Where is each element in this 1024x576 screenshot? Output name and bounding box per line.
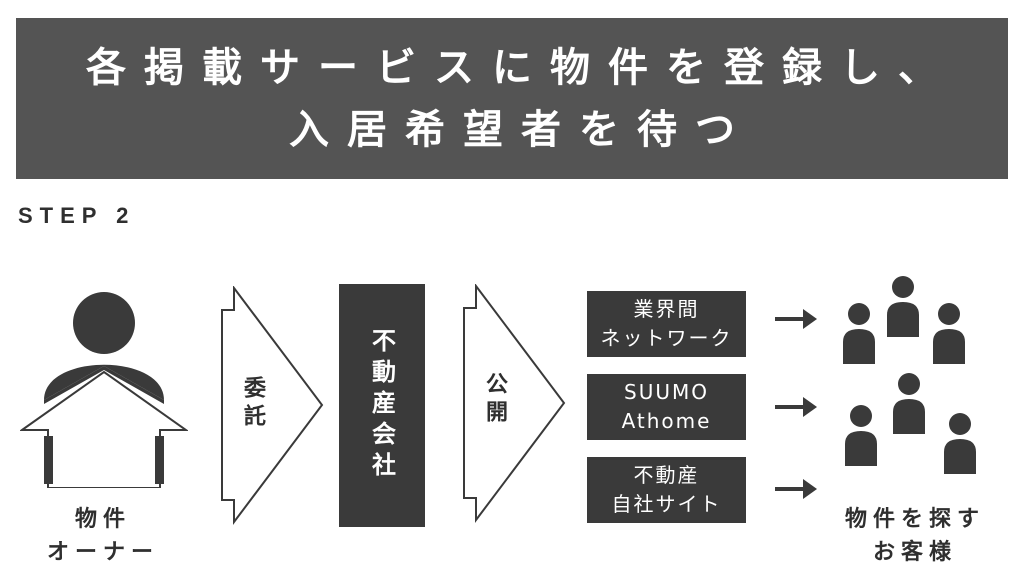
channel-portal-sites: SUUMO Athome [587,374,746,440]
channel-2-line1: SUUMO [624,380,709,404]
entrust-arrow [221,286,324,525]
customers-people-icon [843,276,976,474]
channel-2-line2: Athome [621,409,712,433]
real-estate-agent-box: 不動産会社 [339,284,425,527]
owner-label: 物件 オーナー [20,503,186,569]
title-line-1: 各掲載サービスに物件を登録し、 [86,44,956,91]
seekers-label: 物件を探す お客様 [820,503,1010,569]
channel-3-line1: 不動産 [633,463,700,487]
agent-label: 不動産会社 [367,328,396,483]
seekers-label-line1: 物件を探す [844,507,985,532]
owner-house-icon [20,292,188,488]
publish-arrow [463,284,566,523]
right-arrow-icon [775,309,817,329]
right-arrow-icon [775,397,817,417]
entrust-label: 委託 [240,376,265,432]
right-arrow-icon [775,479,817,499]
channel-1-line1: 業界間 [633,297,700,321]
channel-company-site: 不動産 自社サイト [587,457,746,523]
title-banner: 各掲載サービスに物件を登録し、 入居希望者を待つ [16,18,1008,179]
step-label: STEP 2 [18,203,136,228]
channel-1-line2: ネットワーク [600,326,733,350]
owner-label-line1: 物件 [74,507,131,532]
channel-industry-network: 業界間 ネットワーク [587,291,746,357]
channel-3-line2: 自社サイト [611,492,722,516]
publish-label: 公開 [482,372,507,428]
seekers-label-line2: お客様 [872,540,957,565]
owner-label-line2: オーナー [46,540,159,565]
title-line-2: 入居希望者を待つ [289,106,753,153]
